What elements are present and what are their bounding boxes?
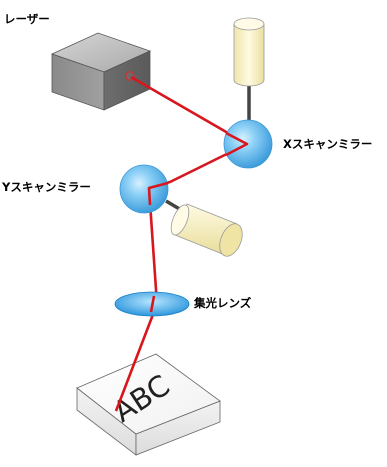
x-scanner-motor [233,17,265,122]
x-scanner-label: Xスキャンミラー [283,137,373,151]
y-scanner-motor [165,199,243,257]
laser-beam-lens-pass [149,295,156,313]
workpiece-top [76,353,221,435]
laser-beam-x-reflect [225,131,249,157]
laser-label: レーザー [4,12,50,26]
lens-label: 集光レンズ [194,296,252,310]
laser-source [50,32,152,111]
y-scanner-mirror [119,164,169,214]
laser-beam-y-reflect [147,181,169,206]
workpiece: ABC [76,353,221,456]
y-scanner-label: Yスキャンミラー [2,180,91,194]
